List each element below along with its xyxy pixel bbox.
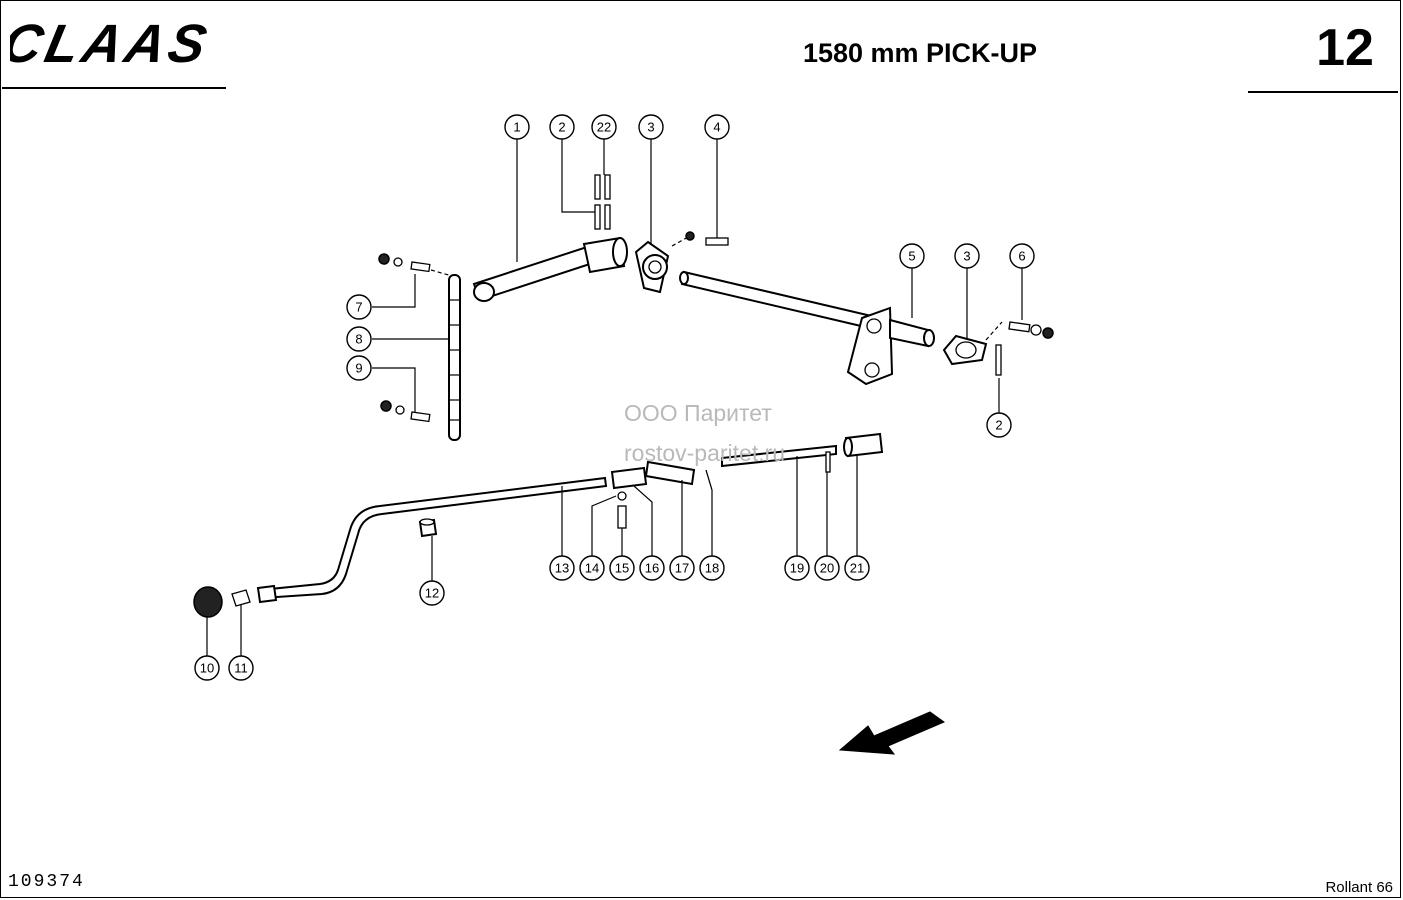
callout-10: 10 [194,655,220,681]
svg-text:20: 20 [820,561,834,576]
callout-3: 3 [638,114,664,140]
callout-2b: 2 [986,412,1012,438]
svg-text:1: 1 [513,120,520,135]
leader-lines [206,139,1023,656]
callout-5: 5 [899,243,925,269]
svg-text:12: 12 [425,586,439,601]
svg-text:2: 2 [995,418,1002,433]
upper-left-assembly [378,253,461,441]
svg-text:5: 5 [908,249,915,264]
callout-14: 14 [579,555,605,581]
header-rule-left [2,87,226,89]
callout-22: 22 [591,114,617,140]
svg-text:19: 19 [790,561,804,576]
svg-text:9: 9 [355,361,362,376]
callout-18: 18 [699,555,725,581]
svg-text:14: 14 [585,561,599,576]
svg-text:13: 13 [555,561,569,576]
direction-arrow-icon [838,711,946,755]
part-3-bearing-right [942,321,1054,376]
callout-2: 2 [549,114,575,140]
part-1-arm [472,236,628,302]
svg-text:3: 3 [963,249,970,264]
callout-13: 13 [549,555,575,581]
svg-text:22: 22 [597,120,611,135]
svg-text:17: 17 [675,561,689,576]
part-3-bearing-left [634,231,729,294]
model-name: Rollant 66 [1325,879,1393,896]
brand-logo: CLAAS [10,14,216,74]
svg-text:2: 2 [558,120,565,135]
callout-12: 12 [419,580,445,606]
header-rule-right [1248,91,1398,93]
svg-text:11: 11 [234,661,248,676]
part-5-shaft [679,270,935,386]
svg-text:3: 3 [647,120,654,135]
svg-text:15: 15 [615,561,629,576]
callout-4: 4 [704,114,730,140]
callout-16: 16 [639,555,665,581]
brand-logo-text: CLAAS [10,14,216,74]
callout-20: 20 [814,555,840,581]
watermark-company: ООО Паритет [624,400,772,426]
callout-1: 1 [504,114,530,140]
drawing-number: 109374 [8,872,85,892]
svg-text:4: 4 [713,120,720,135]
crank-rod-assembly [193,432,884,618]
callout-6: 6 [1009,243,1035,269]
page-title: 1580 mm PICK-UP [802,38,1038,68]
callout-9: 9 [346,355,372,381]
callout-17: 17 [669,555,695,581]
parts-2-22-pins [594,174,611,230]
watermark-url: rostov-paritet.ru [624,440,786,466]
svg-text:8: 8 [355,332,362,347]
callout-3b: 3 [954,243,980,269]
svg-text:10: 10 [200,661,214,676]
svg-text:16: 16 [645,561,659,576]
callout-19: 19 [784,555,810,581]
callout-21: 21 [844,555,870,581]
callout-8: 8 [346,326,372,352]
svg-text:7: 7 [355,300,362,315]
svg-text:6: 6 [1018,249,1025,264]
svg-text:21: 21 [850,561,864,576]
page-number: 12 [1316,19,1374,77]
callout-11: 11 [228,655,254,681]
callout-15: 15 [609,555,635,581]
svg-text:18: 18 [705,561,719,576]
callout-7: 7 [346,294,372,320]
